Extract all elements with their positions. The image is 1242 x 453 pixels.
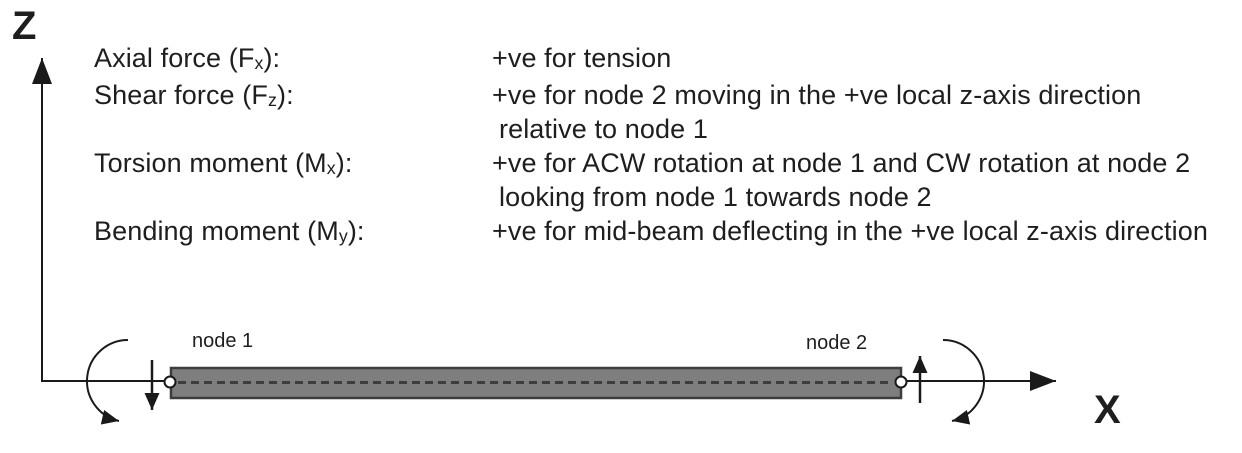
description-line: +ve for tension [492, 43, 672, 73]
term-suffix: ): [263, 43, 281, 73]
convention-term: Torsion moment (Mx): [94, 146, 492, 214]
convention-term: Bending moment (My): [94, 214, 492, 251]
node1-marker [163, 375, 177, 389]
x-axis-label: X [1094, 388, 1121, 432]
node2-moment-arc [942, 339, 985, 425]
term-text: Axial force (F [94, 43, 255, 73]
term-suffix: ): [335, 148, 353, 178]
convention-entry-torsion: Torsion moment (Mx): +ve for ACW rotatio… [94, 146, 1208, 214]
description-line: +ve for mid-beam deflecting in the +ve l… [492, 216, 1208, 246]
node1-moment-arc [86, 339, 129, 425]
term-subscript: x [326, 158, 336, 178]
convention-description: +ve for node 2 moving in the +ve local z… [492, 78, 1141, 146]
convention-term: Shear force (Fz): [94, 78, 492, 146]
description-line: +ve for ACW rotation at node 1 and CW ro… [492, 148, 1191, 178]
term-suffix: ): [347, 216, 365, 246]
term-text: Shear force (F [94, 80, 268, 110]
convention-entry-shear: Shear force (Fz): +ve for node 2 moving … [94, 78, 1208, 146]
term-subscript: z [267, 90, 277, 110]
convention-term: Axial force (Fx): [94, 41, 492, 78]
node1-label: node 1 [192, 330, 254, 352]
description-line: looking from node 1 towards node 2 [499, 182, 932, 212]
term-subscript: y [338, 226, 348, 246]
node2-label: node 2 [806, 332, 868, 354]
convention-description: +ve for ACW rotation at node 1 and CW ro… [492, 146, 1190, 214]
term-text: Torsion moment (M [94, 148, 327, 178]
convention-entry-axial: Axial force (Fx): +ve for tension [94, 41, 1208, 78]
convention-description: +ve for tension [492, 41, 671, 78]
term-text: Bending moment (M [94, 216, 339, 246]
term-suffix: ): [276, 80, 294, 110]
z-axis-label: Z [12, 4, 37, 48]
convention-entry-bending: Bending moment (My): +ve for mid-beam de… [94, 214, 1208, 251]
conventions-list: Axial force (Fx): +ve for tension Shear … [94, 41, 1208, 251]
description-line: +ve for node 2 moving in the +ve local z… [492, 80, 1142, 110]
description-line: relative to node 1 [499, 114, 708, 144]
node2-marker [894, 375, 908, 389]
term-subscript: x [254, 53, 264, 73]
convention-description: +ve for mid-beam deflecting in the +ve l… [492, 214, 1208, 251]
